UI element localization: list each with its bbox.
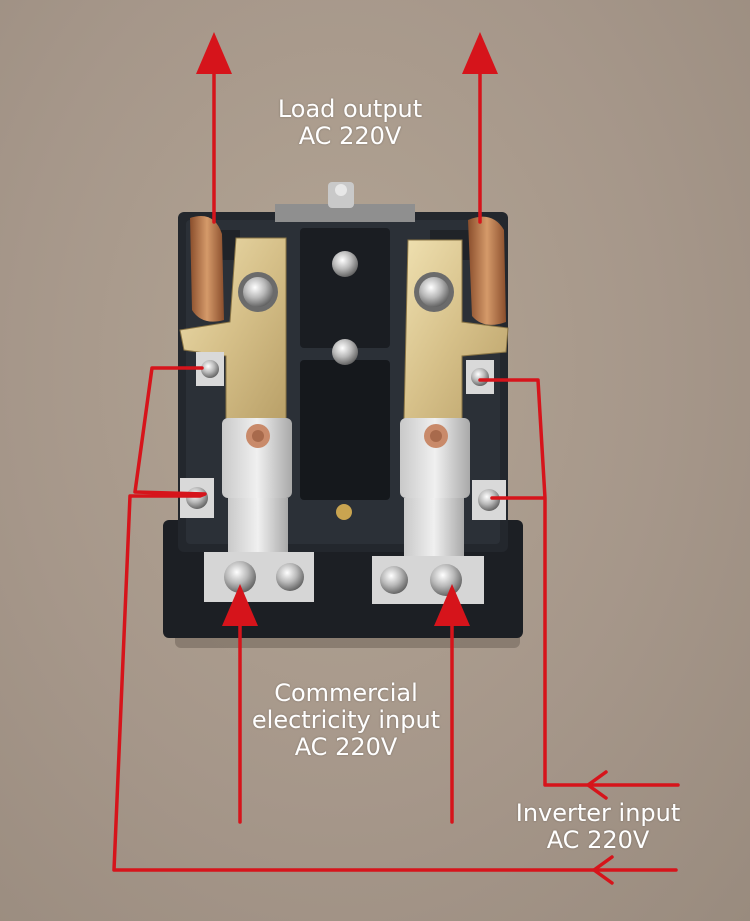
copper-braid-left [190,216,224,322]
yoke-screw-top [332,251,358,277]
inverter-line2: AC 220V [546,826,650,854]
inverter-wire-outer [112,366,678,872]
commercial-line2: electricity input [251,706,441,734]
commercial-line3: AC 220V [294,733,398,761]
load-output-line2: AC 220V [298,122,402,150]
commercial-line1: Commercial [274,679,418,707]
inverter-input-label: Inverter input AC 220V [500,800,696,854]
bar-screw-right-head [419,277,449,307]
top-clip [275,182,415,222]
annotation-arrows [112,68,680,885]
inverter-chevron-upper [586,770,608,800]
arrow-heads [196,32,498,626]
commercial-input-label: Commercial electricity input AC 220V [226,680,466,761]
inverter-wire-inner [478,378,680,787]
copper-braid-right [468,216,506,325]
inverter-chevron-lower [592,855,614,885]
load-output-label: Load output AC 220V [238,96,462,150]
yoke-screw-bottom [332,339,358,365]
contact-arm-right [400,418,470,556]
inverter-line1: Inverter input [515,799,681,827]
center-pin [336,504,352,520]
load-output-line1: Load output [277,95,423,123]
contact-arm-left [222,418,292,556]
bar-screw-left-head [243,277,273,307]
bottom-terminals [204,552,484,604]
